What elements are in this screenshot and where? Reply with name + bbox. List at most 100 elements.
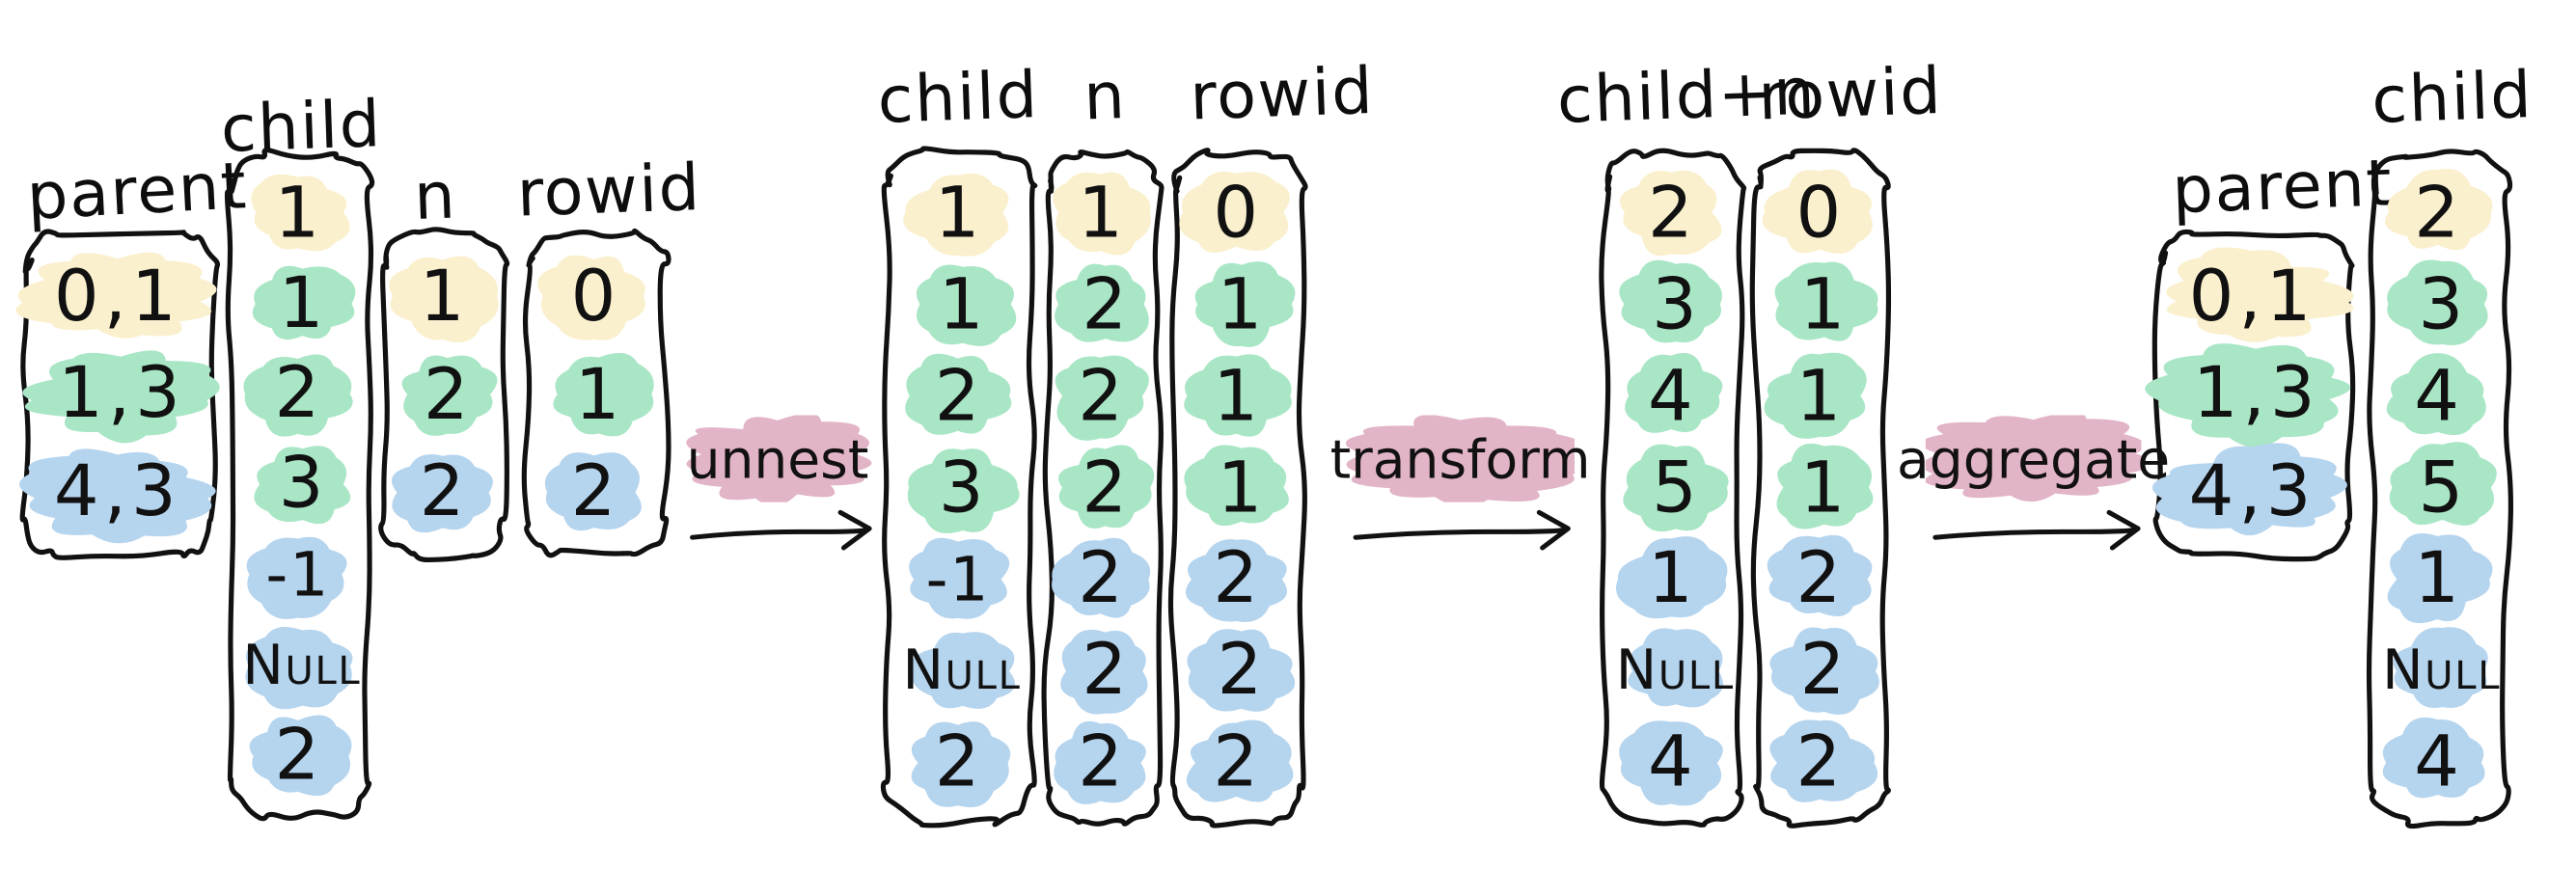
cell-value: 2 [1213, 720, 1260, 803]
value-cell: 1 [1615, 535, 1728, 621]
column-cells: 0,1 1,3 4,3 [2145, 229, 2354, 560]
cell-value: 2 [419, 450, 467, 533]
value-cell: -1 [907, 537, 1010, 621]
cell-value: 1 [1795, 355, 1843, 438]
value-cell: 4 [1619, 720, 1723, 805]
value-cell: 2 [542, 450, 645, 534]
column-header-rowid-3: rowid [1757, 54, 1944, 136]
value-cell: 1 [1184, 354, 1292, 438]
highlight-blob [2151, 442, 2347, 535]
highlight-blob [2166, 248, 2354, 343]
cell-value: 4 [1647, 720, 1695, 803]
cell-value: 2 [1082, 629, 1129, 712]
cell-value: 4,3 [2188, 450, 2316, 533]
value-cell: Null [242, 624, 360, 709]
cell-value: Null [1615, 638, 1735, 703]
highlight-blob [1186, 719, 1294, 801]
value-cell: Null [903, 629, 1020, 713]
highlight-blob [1054, 264, 1149, 343]
value-cell: 0,1 [2160, 248, 2354, 343]
value-cell: 2 [1768, 627, 1879, 715]
cell-value: 1 [574, 353, 622, 436]
highlight-blob [251, 265, 355, 339]
column-header-child-2: child [876, 58, 1040, 139]
column-header-parent-4: parent [2171, 147, 2395, 229]
highlight-blob [1622, 444, 1728, 532]
highlight-blob [1052, 537, 1151, 618]
highlight-blob [244, 626, 352, 709]
table-rowid-1: 0 1 2 [521, 228, 671, 560]
cell-value: 0 [1795, 172, 1843, 255]
highlight-blob [1059, 629, 1148, 715]
chip-blob [686, 415, 872, 502]
value-cell: 1 [903, 172, 1010, 258]
value-cell: 1 [2386, 532, 2493, 623]
cell-value: 0,1 [53, 256, 181, 339]
cell-value: 2 [934, 355, 982, 438]
cell-value: 1 [1217, 263, 1264, 346]
highlight-blob [2386, 260, 2487, 346]
cell-value: 2 [2414, 172, 2461, 255]
value-cell: 1,3 [2145, 343, 2352, 448]
value-cell: 1 [1771, 443, 1875, 529]
cell-value: 0 [1213, 172, 1260, 255]
arrow-unnest [689, 508, 872, 554]
value-cell: 0 [537, 255, 645, 341]
value-cell: 1 [389, 255, 499, 343]
chip-blob [1925, 415, 2142, 502]
value-cell: 4 [2382, 717, 2489, 804]
highlight-blob [251, 175, 350, 252]
highlight-blob [903, 174, 1009, 258]
value-cell: Null [1616, 627, 1733, 713]
highlight-blob [1625, 353, 1723, 434]
highlight-blob [1185, 538, 1288, 622]
value-cell: 3 [1618, 260, 1727, 346]
value-cell: 3 [906, 446, 1019, 534]
cell-value: 2 [934, 720, 982, 803]
cell-value: 1 [1799, 263, 1848, 346]
cell-value: 1 [938, 263, 986, 346]
highlight-blob [905, 354, 1012, 436]
highlight-blob [2392, 626, 2487, 708]
highlight-blob [1618, 260, 1722, 343]
highlight-blob [1053, 173, 1152, 257]
cell-value: 0,1 [2188, 256, 2316, 339]
cell-value: 4 [2414, 355, 2461, 438]
value-cell: 2 [243, 352, 353, 437]
value-cell: 2 [246, 715, 352, 798]
highlight-blob [23, 350, 221, 444]
cell-value: 3 [278, 443, 326, 526]
highlight-blob [1179, 172, 1290, 254]
highlight-blob [249, 715, 352, 797]
cell-value: 3 [938, 447, 986, 529]
column-header-n-2: n [1082, 59, 1128, 136]
highlight-blob [2385, 169, 2493, 252]
cell-value: 5 [2418, 447, 2465, 529]
cell-value: 1,3 [2192, 353, 2320, 436]
column-header-parent-1: parent [25, 149, 250, 235]
value-cell: 2 [2385, 169, 2493, 256]
highlight-blob [1057, 445, 1155, 529]
highlight-blob [1767, 534, 1873, 616]
value-cell: 3 [2386, 260, 2493, 346]
highlight-blob [2388, 442, 2497, 526]
cell-value: -1 [265, 539, 330, 611]
highlight-blob [1775, 443, 1873, 529]
cell-value: 1 [419, 256, 467, 339]
highlight-blob [391, 453, 493, 532]
value-cell: 0,1 [15, 252, 217, 341]
highlight-blob [2386, 353, 2486, 436]
cell-value: 0 [570, 256, 617, 339]
value-cell: 2 [1052, 537, 1151, 621]
value-cell: 1 [1764, 352, 1871, 440]
cell-value: 1 [1078, 172, 1125, 255]
cell-value: 2 [1217, 629, 1264, 712]
cell-value: -1 [925, 543, 991, 615]
cell-value: 4 [1647, 355, 1695, 438]
